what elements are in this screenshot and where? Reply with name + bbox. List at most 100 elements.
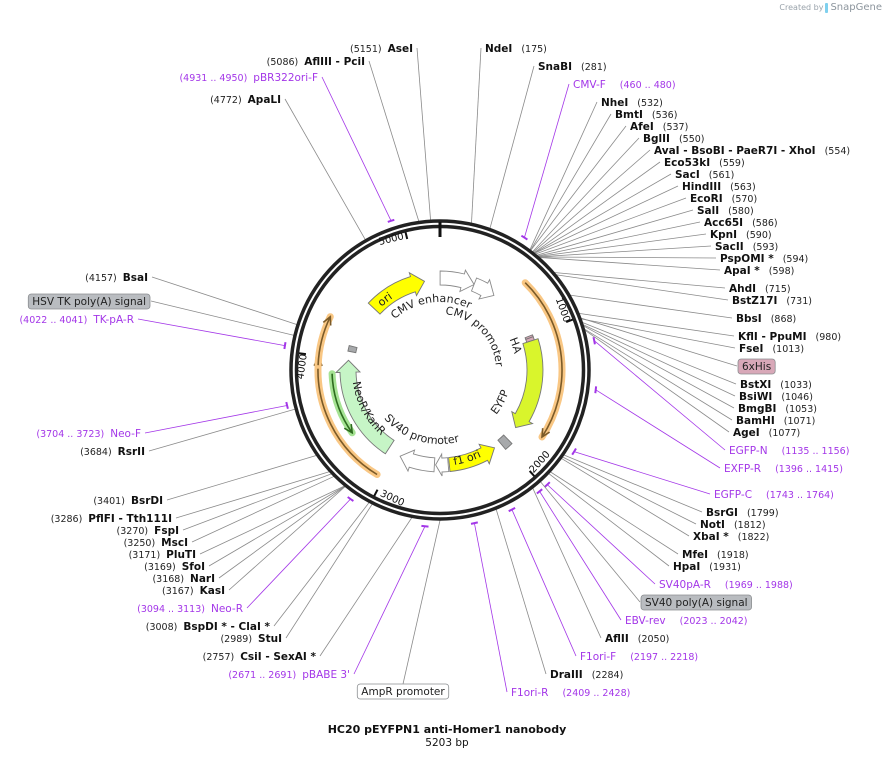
connector-line: [583, 325, 735, 409]
svg-text:DraIII(2284): DraIII(2284): [550, 669, 623, 681]
connector-line: [530, 125, 627, 251]
primer-f1ori-f: F1ori-F(2197 .. 2218): [580, 651, 698, 663]
connector-line: [471, 47, 482, 224]
svg-text:HindIII(563): HindIII(563): [682, 181, 756, 193]
feature-tag-6xhis: 6xHis: [737, 358, 776, 375]
enzyme-site-saci: SacI(561): [675, 169, 734, 181]
svg-text:(3684)RsrII: (3684)RsrII: [80, 446, 145, 458]
connector-line: [273, 502, 370, 627]
svg-text:AmpR promoter: AmpR promoter: [361, 686, 445, 698]
svg-text:(2989)StuI: (2989)StuI: [220, 633, 282, 645]
feature-tag-hsv-tk-poly-a-signal: HSV TK poly(A) signal: [27, 293, 151, 310]
svg-text:CMV-F(460 .. 480): CMV-F(460 .. 480): [573, 79, 676, 91]
enzyme-site-snabi: SnaBI(281): [538, 61, 607, 73]
connector-line: [548, 473, 670, 567]
svg-text:(2757)CsiI - SexAI *: (2757)CsiI - SexAI *: [203, 651, 317, 663]
svg-text:(3286)PflFI - Tth111I: (3286)PflFI - Tth111I: [51, 513, 172, 525]
label-connector-lines: [137, 47, 738, 693]
svg-text:HSV TK poly(A) signal: HSV TK poly(A) signal: [32, 296, 146, 308]
connector-line: [151, 276, 298, 325]
connector-line: [137, 318, 285, 346]
connector-line: [536, 209, 694, 256]
credit-brand: SnapGene: [830, 2, 882, 13]
connector-line: [524, 83, 570, 238]
site-labels: NdeI(175) SnaBI(281) CMV-F(460 .. 480) NheI…: [19, 43, 850, 700]
primer-cmv-f: CMV-F(460 .. 480): [573, 79, 676, 91]
enzyme-site-mfei: MfeI(1918): [682, 549, 749, 561]
enzyme-site-aflii: AflII(2050): [605, 633, 669, 645]
primer-egfp-c: EGFP-C(1743 .. 1764): [714, 489, 834, 501]
enzyme-site-nhei: NheI(532): [601, 97, 663, 109]
enzyme-site-noti: NotI(1812): [700, 519, 766, 531]
svg-text:(3094 .. 3113)Neo-R: (3094 .. 3113)Neo-R: [137, 603, 243, 615]
connector-line: [218, 485, 346, 579]
connector-line: [182, 473, 332, 531]
enzyme-site-apai: ApaI *(598): [724, 265, 794, 277]
enzyme-site-kpni: KpnI(590): [710, 229, 772, 241]
enzyme-site-sfoi: (3169)SfoI: [144, 561, 205, 573]
svg-text:BglII(550): BglII(550): [643, 133, 704, 145]
enzyme-site-bbsi: BbsI(868): [736, 313, 796, 325]
connector-line: [569, 294, 733, 319]
feature-sv40-poly-a-signal: [497, 434, 513, 451]
svg-text:SalI(580): SalI(580): [697, 205, 754, 217]
svg-text:NdeI(175): NdeI(175): [485, 43, 547, 55]
connector-line: [547, 484, 656, 585]
svg-text:NheI(532): NheI(532): [601, 97, 663, 109]
svg-text:(4772)ApaLI: (4772)ApaLI: [210, 94, 281, 106]
primer-bind-mark: [571, 447, 577, 456]
enzyme-site-fsei: FseI(1013): [739, 343, 804, 355]
enzyme-site-bstxi: BstXI(1033): [740, 379, 812, 391]
svg-text:F1ori-R(2409 .. 2428): F1ori-R(2409 .. 2428): [511, 687, 630, 699]
enzyme-site-eco53ki: Eco53kI(559): [664, 157, 745, 169]
enzyme-site-bmgbi: BmgBI(1053): [738, 403, 817, 415]
svg-text:SnaBI(281): SnaBI(281): [538, 61, 607, 73]
connector-line: [285, 503, 373, 639]
enzyme-site-agei: AgeI(1077): [733, 427, 800, 439]
primer-egfp-n: EGFP-N(1135 .. 1156): [729, 445, 849, 457]
svg-text:(3704 .. 3723)Neo-F: (3704 .. 3723)Neo-F: [36, 428, 141, 440]
connector-line: [553, 272, 726, 289]
svg-text:AgeI(1077): AgeI(1077): [733, 427, 800, 439]
svg-text:(3008)BspDI * - ClaI *: (3008)BspDI * - ClaI *: [146, 621, 271, 633]
svg-text:EGFP-N(1135 .. 1156): EGFP-N(1135 .. 1156): [729, 445, 849, 457]
tick-mark: [298, 352, 307, 356]
svg-text:EBV-rev(2023 .. 2042): EBV-rev(2023 .. 2042): [625, 615, 748, 627]
enzyme-site-stui: (2989)StuI: [220, 633, 282, 645]
feature-tag-sv40-poly-a-signal: SV40 poly(A) signal: [640, 594, 752, 611]
plasmid-title: HC20 pEYFPN1 anti-Homer1 nanobody: [327, 723, 567, 736]
enzyme-site-avai-bsobi-paer7i-xhoi: AvaI - BsoBI - PaeR7I - XhoI(554): [654, 145, 850, 157]
svg-text:(5086)AflIII - PciI: (5086)AflIII - PciI: [267, 56, 365, 68]
connector-line: [593, 340, 726, 451]
credit-prefix: Created by: [779, 3, 824, 12]
connector-line: [573, 451, 711, 495]
tick-label: 4000: [295, 353, 309, 380]
svg-text:BstXI(1033): BstXI(1033): [740, 379, 812, 391]
enzyme-site-afei: AfeI(537): [630, 121, 688, 133]
svg-text:Acc65I(586): Acc65I(586): [704, 217, 778, 229]
svg-text:BstZ17I(731): BstZ17I(731): [732, 295, 812, 307]
connector-line: [538, 233, 707, 257]
svg-text:EXFP-R(1396 .. 1415): EXFP-R(1396 .. 1415): [724, 463, 843, 475]
connector-line: [532, 487, 602, 639]
enzyme-site-apali: (4772)ApaLI: [210, 94, 281, 106]
svg-text:ApaI *(598): ApaI *(598): [724, 265, 794, 277]
connector-line: [529, 101, 598, 251]
primer-f1ori-r: F1ori-R(2409 .. 2428): [511, 687, 630, 699]
connector-line: [550, 471, 679, 555]
enzyme-site-draiii: DraIII(2284): [550, 669, 623, 681]
enzyme-site-bamhi: BamHI(1071): [736, 415, 815, 427]
svg-text:BsiWI(1046): BsiWI(1046): [739, 391, 813, 403]
enzyme-site-nari: (3168)NarI: [152, 573, 215, 585]
svg-text:SV40pA-R(1969 .. 1988): SV40pA-R(1969 .. 1988): [659, 579, 793, 591]
connector-line: [530, 113, 612, 251]
tick-mark: [404, 232, 409, 240]
feature-label-cmv-promoter: CMV promoter: [445, 304, 506, 367]
svg-text:HpaI(1931): HpaI(1931): [673, 561, 741, 573]
svg-text:PspOMI *(594): PspOMI *(594): [720, 253, 808, 265]
feature-f1-ori: [448, 443, 496, 472]
feature-label-eyfp: EYFP: [488, 388, 512, 417]
connector-line: [511, 509, 577, 657]
connector-line: [246, 498, 351, 609]
orf-arc: [521, 279, 566, 441]
